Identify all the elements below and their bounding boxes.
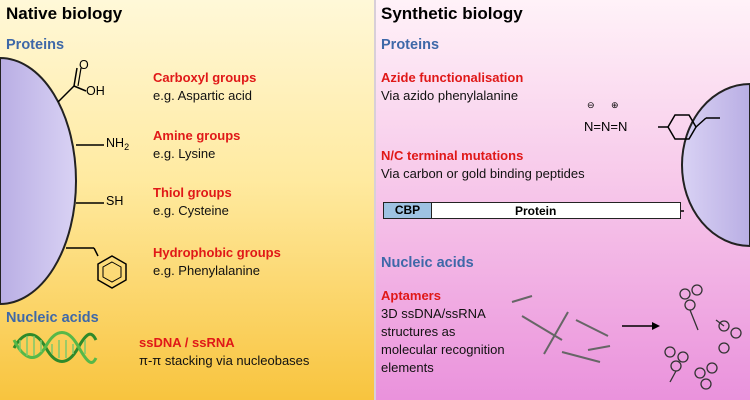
- synthetic-nucleic-heading: Nucleic acids: [381, 255, 474, 271]
- thiol-label: SH: [106, 194, 124, 208]
- terminal-mutations-label: N/C terminal mutations: [381, 148, 524, 163]
- aptamers-label: Aptamers: [381, 288, 441, 303]
- thiol-example: e.g. Cysteine: [153, 203, 229, 218]
- amine-label-sub: 2: [124, 142, 130, 152]
- synthetic-proteins-heading: Proteins: [381, 37, 440, 53]
- azide-formula: N=N=N: [584, 119, 627, 134]
- native-biology-title: Native biology: [6, 4, 123, 23]
- carboxyl-groups-label: Carboxyl groups: [153, 70, 257, 85]
- carboxyl-oxygen-label: O: [79, 58, 89, 72]
- azide-desc: Via azido phenylalanine: [381, 88, 519, 103]
- azide-n1: N: [584, 119, 594, 134]
- cbp-segment: CBP: [383, 202, 432, 219]
- aptamers-line-2: structures as: [381, 324, 456, 339]
- azide-plus-charge: ⊕: [611, 100, 619, 110]
- carboxyl-structure: [57, 67, 87, 103]
- folded-aptamers: [664, 284, 742, 390]
- azide-eq2: =: [610, 119, 618, 134]
- terminal-mutations-desc: Via carbon or gold binding peptides: [381, 166, 585, 181]
- aptamers-line-1: 3D ssDNA/ssRNA: [381, 306, 486, 321]
- panel-divider: [374, 0, 376, 400]
- amine-groups-label: Amine groups: [153, 128, 241, 143]
- azide-minus-charge: ⊖: [587, 100, 595, 110]
- amine-label-main: NH: [106, 136, 125, 150]
- synthetic-biology-title: Synthetic biology: [381, 4, 523, 23]
- aptamer-strands: [511, 295, 611, 363]
- dna-helix-icon: [12, 331, 98, 364]
- ssdna-desc: π-π stacking via nucleobases: [139, 353, 310, 368]
- thiol-groups-label: Thiol groups: [153, 185, 232, 200]
- ssdna-label: ssDNA / ssRNA: [139, 335, 235, 350]
- carboxyl-example: e.g. Aspartic acid: [153, 88, 252, 103]
- azide-n2: N: [600, 119, 611, 134]
- hydrophobic-groups-label: Hydrophobic groups: [153, 245, 281, 260]
- phenyl-structure: [66, 247, 127, 289]
- azide-label: Azide functionalisation: [381, 70, 524, 85]
- aptamers-line-4: elements: [381, 360, 434, 375]
- native-protein-surface: [0, 56, 77, 306]
- protein-segment-label: Protein: [515, 204, 557, 218]
- amine-example: e.g. Lysine: [153, 146, 216, 161]
- azide-eq1: =: [593, 119, 601, 134]
- synthetic-protein-surface: [681, 82, 750, 248]
- hydrophobic-example: e.g. Phenylalanine: [153, 263, 260, 278]
- aptamers-line-3: molecular recognition: [381, 342, 505, 357]
- arrow-head: [652, 322, 660, 330]
- amine-label: NH2: [106, 136, 129, 152]
- carboxyl-oh-label: OH: [86, 84, 105, 98]
- azide-n3: N: [617, 119, 628, 134]
- native-nucleic-heading: Nucleic acids: [6, 310, 99, 326]
- azido-phenyl-structure: [658, 114, 720, 140]
- native-proteins-heading: Proteins: [6, 37, 65, 53]
